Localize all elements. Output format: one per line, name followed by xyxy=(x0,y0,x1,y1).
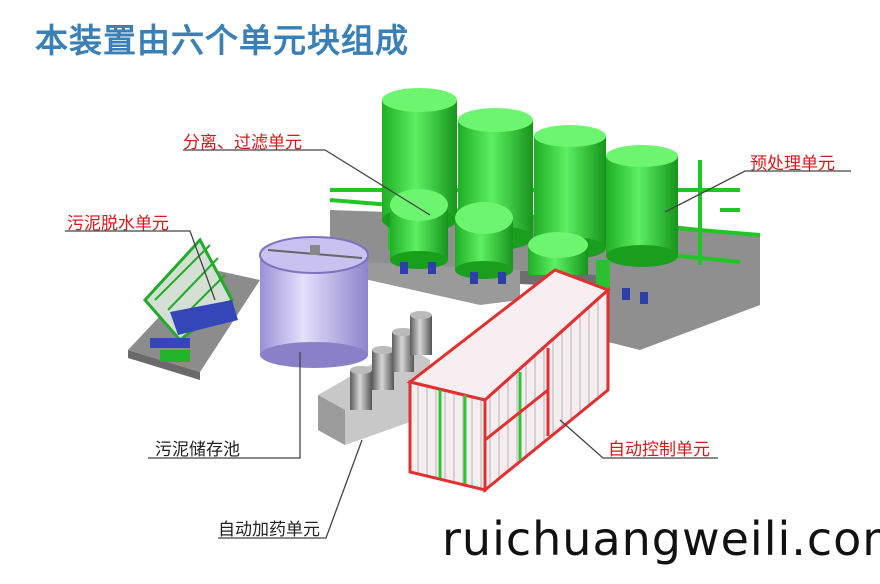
pretreatment-tanks xyxy=(382,88,678,267)
page-title: 本装置由六个单元块组成 xyxy=(35,21,409,60)
dosing-tank-4 xyxy=(410,311,432,355)
label-auto-dosing: 自动加药单元 xyxy=(218,520,320,540)
sludge-dewatering-unit xyxy=(142,237,238,362)
filtration-tank-3 xyxy=(528,232,588,275)
watermark: ruichuangweili.com xyxy=(442,512,880,566)
filtration-tanks xyxy=(390,189,610,294)
filtration-tank-1 xyxy=(390,189,448,269)
label-sludge-storage: 污泥储存池 xyxy=(155,440,240,460)
label-sludge-dewatering: 污泥脱水单元 xyxy=(67,214,169,234)
dosing-tank-2 xyxy=(372,346,394,390)
pretreatment-tank-4 xyxy=(606,145,678,267)
callout-lines xyxy=(65,149,851,539)
blue-valves xyxy=(400,262,648,304)
sludge-storage-tank xyxy=(259,236,369,368)
auto-control-container xyxy=(406,268,611,494)
label-auto-control: 自动控制单元 xyxy=(608,440,710,460)
auto-dosing-unit xyxy=(318,311,432,445)
dosing-tank-1 xyxy=(350,366,372,410)
label-separation-filtration: 分离、过滤单元 xyxy=(183,133,302,153)
label-pretreatment: 预处理单元 xyxy=(750,154,835,174)
dosing-tank-3 xyxy=(392,328,414,372)
filtration-tank-2 xyxy=(455,202,513,279)
